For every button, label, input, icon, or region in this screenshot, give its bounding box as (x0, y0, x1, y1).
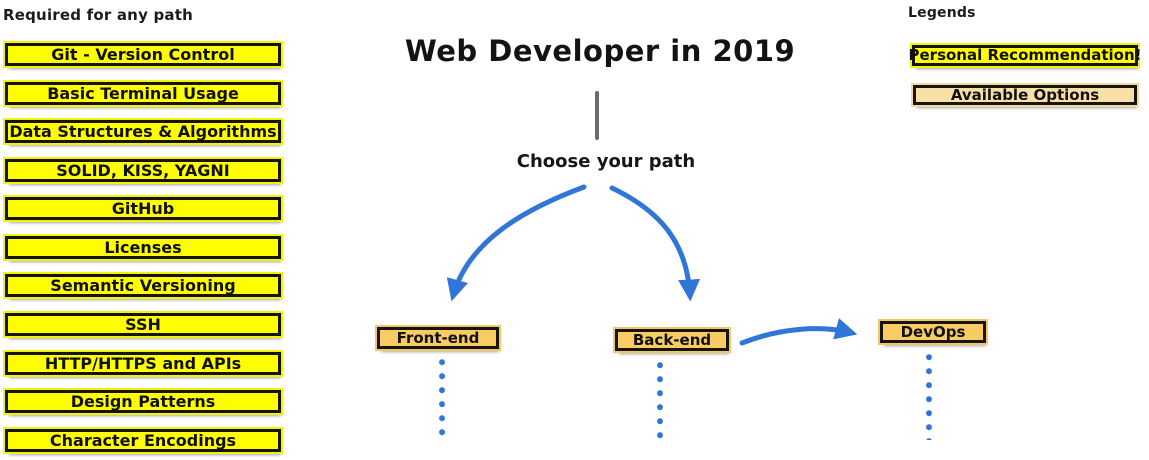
topic-label: Character Encodings (49, 430, 237, 450)
trunk-line (595, 91, 599, 140)
topic-label: HTTP/HTTPS and APIs (44, 353, 242, 373)
legend-label: Personal Recommendation! (908, 46, 1142, 64)
arrow-back-end-to-devops (739, 318, 858, 346)
topic-box-design-patterns: Design Patterns (5, 390, 281, 413)
dotted-continuation-front-end (439, 359, 445, 443)
path-box-back-end: Back-end (615, 329, 729, 351)
topic-box-solid-kiss-yagni: SOLID, KISS, YAGNI (5, 159, 281, 182)
legend-box-available-options: Available Options (913, 85, 1137, 105)
choose-path-label: Choose your path (516, 151, 696, 172)
topic-box-ssh: SSH (5, 313, 281, 336)
topic-box-data-structures-algorithms: Data Structures & Algorithms (5, 120, 281, 143)
topic-box-licenses: Licenses (5, 236, 281, 259)
arrow-to-front-end (446, 184, 587, 302)
arrow-to-back-end (609, 185, 701, 302)
topic-label: SOLID, KISS, YAGNI (56, 160, 230, 180)
topic-label: SSH (125, 314, 161, 334)
topic-box-basic-terminal-usage: Basic Terminal Usage (5, 82, 281, 105)
path-box-front-end: Front-end (377, 327, 499, 349)
topic-label: Data Structures & Algorithms (9, 121, 277, 141)
topic-label: Git - Version Control (51, 44, 235, 64)
legend-label: Available Options (950, 85, 1100, 104)
topic-box-github: GitHub (5, 197, 281, 220)
legends-heading: Legends (908, 5, 976, 21)
dotted-continuation-devops (926, 354, 932, 440)
topic-label: Basic Terminal Usage (47, 83, 239, 103)
topic-label: Semantic Versioning (50, 275, 236, 295)
topic-label: Design Patterns (70, 391, 216, 411)
path-label: Back-end (632, 330, 712, 349)
topic-label: Licenses (104, 237, 182, 257)
topic-box-semantic-versioning: Semantic Versioning (5, 274, 281, 297)
legend-box-personal-recommendation: Personal Recommendation! (909, 45, 1142, 66)
roadmap-title: Web Developer in 2019 (404, 34, 796, 68)
path-label: Front-end (396, 328, 480, 347)
topic-box-http-https-apis: HTTP/HTTPS and APIs (5, 352, 281, 375)
topic-box-character-encodings: Character Encodings (5, 429, 281, 452)
required-section-heading: Required for any path (3, 6, 193, 24)
path-box-devops: DevOps (880, 321, 986, 343)
topic-label: GitHub (111, 198, 175, 218)
path-label: DevOps (900, 322, 966, 341)
topic-box-git-version-control: Git - Version Control (5, 43, 281, 66)
dotted-continuation-back-end (657, 362, 663, 446)
